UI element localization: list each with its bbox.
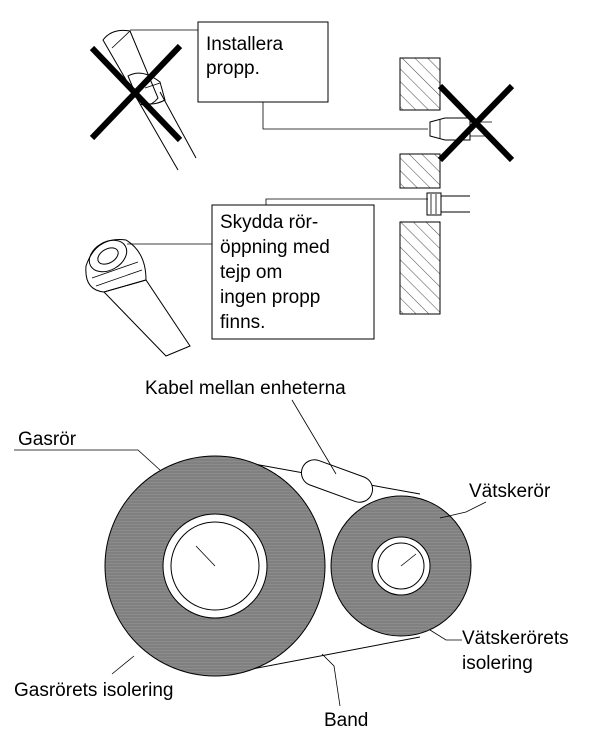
taped-pipe-end-wall	[426, 192, 470, 216]
inter-unit-cable	[300, 459, 374, 503]
callout-plug-line-1: Installera	[206, 34, 284, 55]
bottom-figure: Kabel mellan enheterna Gasrör Vätskerör …	[14, 378, 569, 731]
taped-pipe-end-illustration	[85, 239, 191, 357]
label-liquid-pipe: Vätskerör	[469, 481, 551, 502]
cross-mark-plug	[89, 43, 183, 143]
label-liquid-insulation-line-2: isolering	[462, 653, 533, 674]
top-figure: Installera propp.	[85, 21, 515, 357]
callout-protect-opening: Skydda rör- öppning med tejp om ingen pr…	[127, 198, 428, 340]
label-band: Band	[324, 710, 368, 731]
cross-mark-wall	[437, 83, 515, 163]
leader-lines	[14, 399, 487, 707]
callout-tape-line-3: tejp om	[220, 262, 282, 283]
callout-tape-line-1: Skydda rör-	[220, 212, 318, 233]
callout-tape-line-2: öppning med	[220, 237, 330, 258]
label-liquid-insulation-line-1: Vätskerörets	[462, 628, 569, 649]
wall-section	[399, 57, 441, 315]
callout-tape-line-4: ingen propp	[220, 287, 320, 308]
label-gas-insulation: Gasrörets isolering	[14, 680, 173, 701]
label-inter-unit-cable: Kabel mellan enheterna	[145, 378, 346, 399]
callout-plug-line-2: propp.	[206, 58, 260, 79]
label-gas-pipe: Gasrör	[18, 429, 77, 450]
pipe-with-plug-illustration	[102, 29, 197, 171]
callout-tape-line-5: finns.	[220, 312, 265, 333]
callout-install-plug: Installera propp.	[130, 21, 428, 130]
